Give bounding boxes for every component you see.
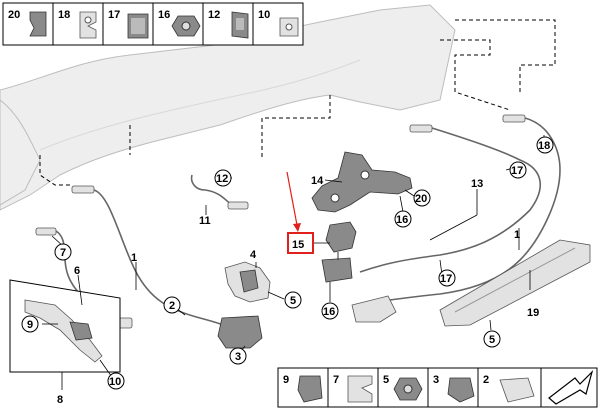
callout-1-right: 1 <box>514 229 520 241</box>
bottom-strip-label-9: 9 <box>283 374 289 386</box>
part-3-drawing <box>217 315 263 349</box>
highlight-part-15: 15 <box>286 171 314 254</box>
callout-16-lower: 16 <box>323 306 335 318</box>
callout-13: 13 <box>471 178 483 190</box>
connector-center-drawing <box>351 295 397 323</box>
bracket-14-drawing <box>311 151 413 213</box>
callout-1-left: 1 <box>131 252 137 264</box>
bottom-parts-strip: 9 7 5 3 2 <box>277 367 598 408</box>
arrow-icon <box>548 369 594 405</box>
catalytic-converter-drawing <box>0 4 456 211</box>
oxygen-sensor-middle <box>190 174 249 210</box>
callout-20: 20 <box>415 193 427 205</box>
clip-icon <box>447 377 475 403</box>
plug-holder-icon <box>499 377 535 403</box>
callout-3: 3 <box>235 351 241 363</box>
part-4-drawing <box>224 261 271 303</box>
plain-callouts: 1 6 8 11 4 14 13 1 19 <box>57 175 539 406</box>
callout-12: 12 <box>216 173 228 185</box>
nut-icon <box>393 377 423 401</box>
cable-holder-icon <box>127 13 149 39</box>
square-nut-icon <box>279 17 299 37</box>
callout-17-lower: 17 <box>440 273 452 285</box>
bottom-strip-label-5: 5 <box>383 374 389 386</box>
callout-4: 4 <box>250 249 257 261</box>
callout-19: 19 <box>527 307 539 319</box>
callout-8: 8 <box>57 394 63 406</box>
routing-lines <box>39 19 556 186</box>
oxygen-sensor-right <box>359 114 561 301</box>
bottom-strip-label-7: 7 <box>333 374 339 386</box>
callout-5-left: 5 <box>290 295 296 307</box>
callout-15: 15 <box>292 239 304 251</box>
cable-holder-icon <box>347 375 373 403</box>
bottom-strip-label-3: 3 <box>433 374 439 386</box>
top-strip-label-17: 17 <box>108 9 120 21</box>
part-8-assembly-box <box>9 279 121 390</box>
clip-icon <box>231 11 249 39</box>
top-parts-strip: 20 18 17 16 12 10 <box>2 2 304 46</box>
top-strip-label-18: 18 <box>58 9 70 21</box>
callout-5-right: 5 <box>489 334 495 346</box>
callout-7: 7 <box>60 247 66 259</box>
cable-clip-icon <box>297 375 323 403</box>
bottom-strip-label-2: 2 <box>483 374 489 386</box>
callout-17-upper: 17 <box>511 165 523 177</box>
callout-11: 11 <box>199 215 211 227</box>
circled-callouts: 7 9 10 2 12 5 3 16 16 20 17 18 17 5 <box>21 136 554 390</box>
top-strip-label-20: 20 <box>8 9 20 21</box>
callout-16-upper: 16 <box>396 214 408 226</box>
top-strip-label-16: 16 <box>158 9 170 21</box>
part-19-drawing <box>439 239 591 327</box>
top-strip-label-12: 12 <box>208 9 220 21</box>
cable-clip-icon <box>79 11 97 39</box>
top-strip-label-10: 10 <box>258 9 270 21</box>
callout-14: 14 <box>311 175 324 187</box>
callout-9: 9 <box>27 319 33 331</box>
nut-icon <box>171 15 201 37</box>
spring-clip-icon <box>29 11 47 37</box>
callout-18: 18 <box>538 140 550 152</box>
callout-6: 6 <box>74 265 80 277</box>
part-15-drawing <box>321 221 357 283</box>
callout-2: 2 <box>169 300 175 312</box>
callout-10: 10 <box>109 376 121 388</box>
